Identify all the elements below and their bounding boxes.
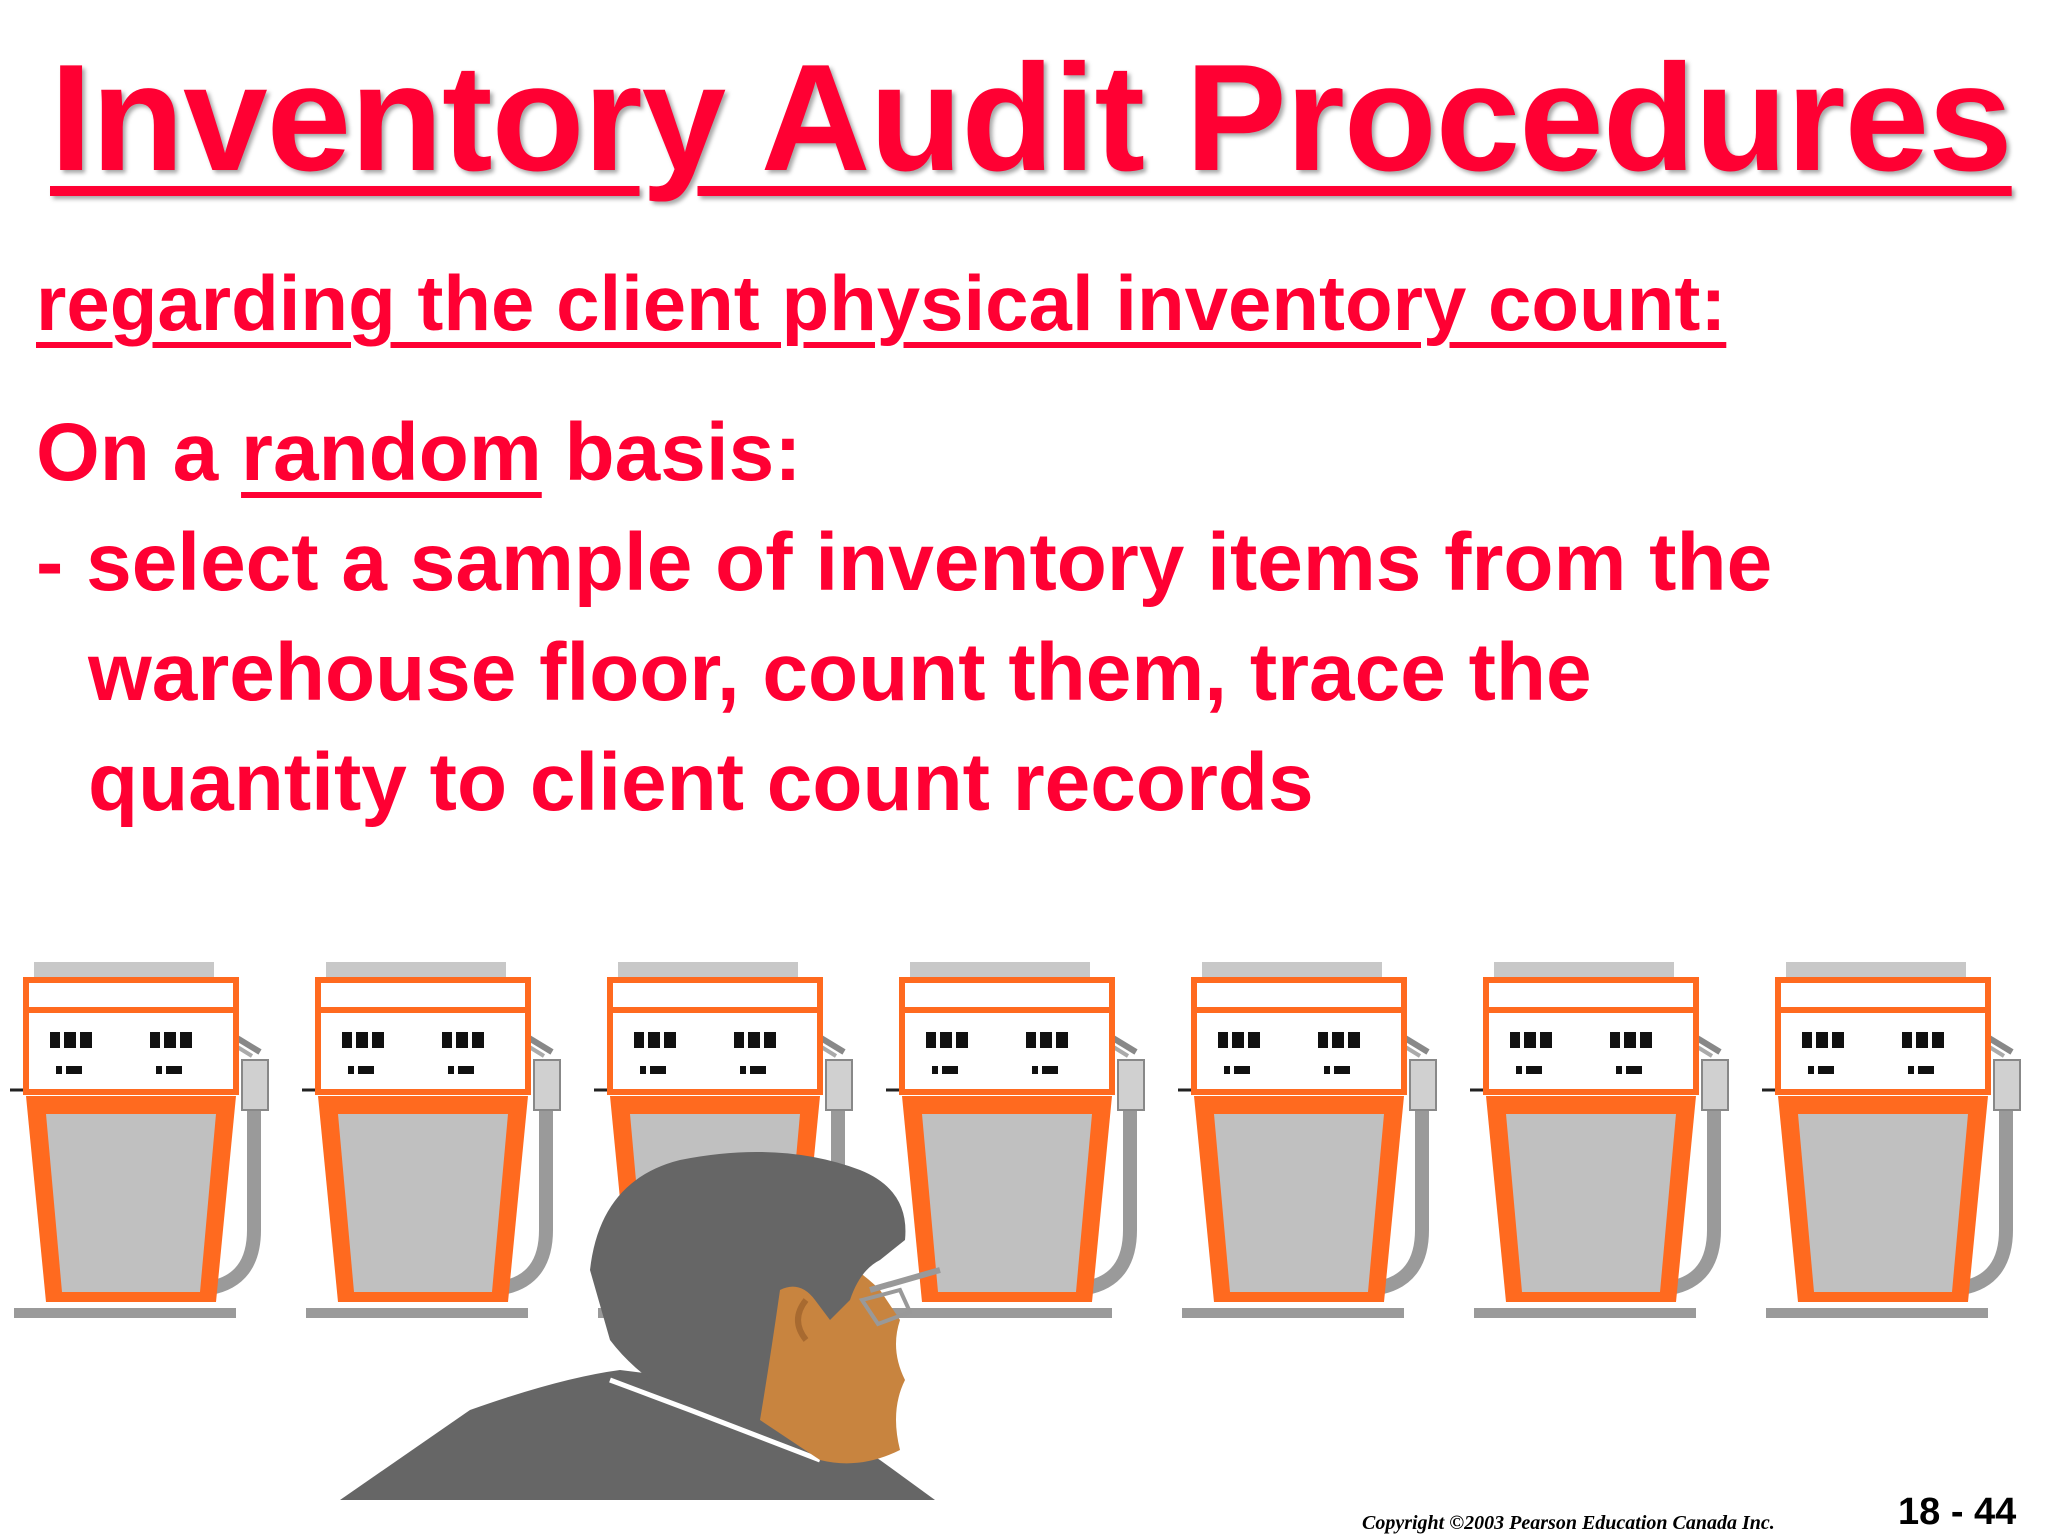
fuel-pump-icon — [302, 962, 560, 1318]
copyright-text: Copyright ©2003 Pearson Education Canada… — [1362, 1512, 1775, 1534]
auditor-figure — [340, 1152, 941, 1500]
slide-title: Inventory Audit Procedures — [50, 33, 2013, 203]
fuel-pump-icon — [1762, 962, 2020, 1318]
random-prefix: On a — [36, 407, 242, 498]
bullet-line-1: - select a sample of inventory items fro… — [36, 517, 1773, 608]
page-number: 18 - 44 — [1898, 1491, 2017, 1533]
slide-subtitle: regarding the client physical inventory … — [36, 259, 1727, 347]
random-basis-line: On a random basis: — [36, 398, 802, 508]
fuel-pump-icon — [886, 962, 1144, 1318]
bullet-line-3: quantity to client count records — [88, 737, 1314, 828]
fuel-pump-icon — [1178, 962, 1436, 1318]
fuel-pump-icon — [1470, 962, 1728, 1318]
random-suffix: basis: — [541, 407, 802, 498]
bullet-line-2: warehouse floor, count them, trace the — [88, 627, 1592, 718]
illustration — [0, 940, 2048, 1500]
random-emphasis: random — [241, 407, 542, 498]
fuel-pump-icon — [10, 962, 268, 1318]
